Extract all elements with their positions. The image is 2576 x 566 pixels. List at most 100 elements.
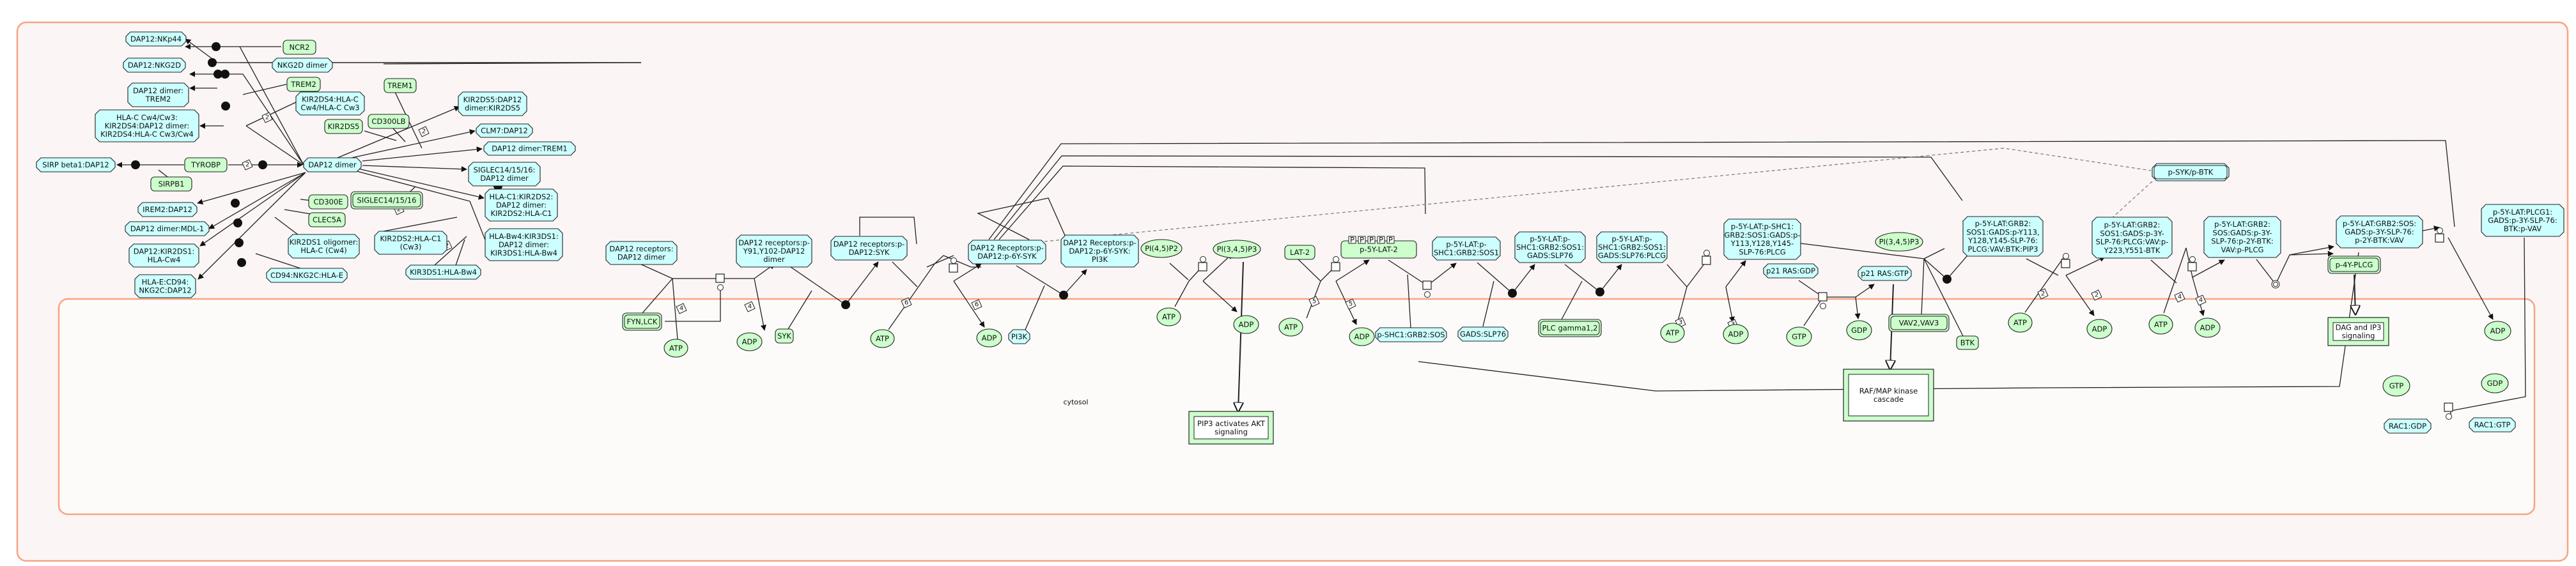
- node-adp-4[interactable]: ADP: [1349, 327, 1375, 346]
- node-dap12-trem2[interactable]: DAP12 dimer:TREM2: [127, 82, 189, 107]
- binding-reaction-dot[interactable]: [212, 42, 221, 51]
- node-fyn-lck[interactable]: FYN,LCK: [622, 312, 662, 331]
- node-lat-shc1-gads-plcg[interactable]: p-5Y-LAT:p-SHC1:GRB2:SOS1:GADS:SLP76:PLC…: [1596, 231, 1668, 263]
- binding-reaction-dot[interactable]: [235, 238, 244, 247]
- binding-reaction-dot[interactable]: [258, 160, 267, 169]
- node-atp-6[interactable]: ATP: [2008, 312, 2033, 333]
- transition-reaction-square[interactable]: [1702, 256, 1711, 265]
- node-clec5a[interactable]: CLEC5A: [308, 212, 346, 227]
- node-pip3-2[interactable]: PI(3,4,5)P3: [1875, 232, 1923, 252]
- node-pi3k[interactable]: PI3K: [1008, 329, 1030, 344]
- node-hlac1-kir2ds2[interactable]: HLA-C1:KIR2DS2:DAP12 dimer:KIR2DS2:HLA-C…: [485, 188, 558, 222]
- transition-reaction-square[interactable]: [2444, 402, 2453, 412]
- node-hlabw4-kir3ds1[interactable]: HLA-Bw4:KIR3DS1:DAP12 dimer:KIR3DS1:HLA-…: [485, 228, 563, 261]
- binding-reaction-dot[interactable]: [1943, 275, 1951, 284]
- node-adp-3[interactable]: ADP: [1233, 315, 1259, 334]
- node-psyk-pbtk[interactable]: p-SYK/p-BTK: [2152, 163, 2230, 181]
- node-kir2ds2-hlac1[interactable]: KIR2DS2:HLA-C1(Cw3): [374, 231, 447, 255]
- node-pshc1-grb2-sos[interactable]: p-SHC1:GRB2:SOS: [1375, 327, 1447, 342]
- node-lat-vav-btk-pip3[interactable]: p-5Y-LAT:GRB2:SOS1:GADS:p-Y113,Y128,Y145…: [1962, 216, 2044, 257]
- node-plcg12[interactable]: PLC gamma1,2: [1538, 319, 1602, 337]
- node-pi45p2[interactable]: PI(4,5)P2: [1140, 239, 1183, 258]
- node-clm7-dap12[interactable]: CLM7:DAP12: [476, 123, 533, 138]
- binding-reaction-dot[interactable]: [1508, 289, 1517, 298]
- node-sirpb1-dap12[interactable]: SIRP beta1:DAP12: [36, 157, 116, 172]
- node-hlac-kir2ds4-complex[interactable]: HLA-C Cw4/Cw3:KIR2DS4:DAP12 dimer:KIR2DS…: [95, 109, 199, 142]
- binding-reaction-dot[interactable]: [221, 102, 230, 111]
- node-gdp-1[interactable]: GDP: [1846, 320, 1872, 340]
- transition-reaction-square[interactable]: [1818, 292, 1827, 302]
- node-tyrobp[interactable]: TYROBP: [184, 157, 228, 172]
- node-adp-5[interactable]: ADP: [1723, 324, 1749, 344]
- node-hlae-cd94[interactable]: HLA-E:CD94:NKG2C:DAP12: [134, 274, 196, 298]
- node-cd300lb[interactable]: CD300LB: [368, 114, 410, 129]
- node-lat-shc1[interactable]: p-5Y-LAT:p-SHC1:GRB2:SOS1: [1432, 236, 1501, 261]
- binding-reaction-dot[interactable]: [213, 70, 222, 79]
- node-dap12-trem1[interactable]: DAP12 dimer:TREM1: [483, 141, 576, 156]
- transition-reaction-square[interactable]: [1198, 262, 1207, 272]
- transition-reaction-square[interactable]: [2061, 259, 2070, 268]
- node-trem2[interactable]: TREM2: [286, 77, 321, 92]
- node-kir2ds5[interactable]: KIR2DS5: [324, 119, 363, 134]
- node-siglec[interactable]: SIGLEC14/15/16: [350, 191, 423, 210]
- node-kir3ds1-hlabw4[interactable]: KIR3DS1:HLA-Bw4: [405, 264, 481, 280]
- node-vav23[interactable]: VAV2,VAV3: [1888, 314, 1950, 332]
- node-siglec-dap12[interactable]: SIGLEC14/15/16:DAP12 dimer: [468, 162, 541, 187]
- node-lat-shc1-gads-py[interactable]: p-5Y-LAT:p-SHC1:GRB2:SOS1:GADS:p-Y113,Y1…: [1723, 218, 1801, 260]
- transition-reaction-square[interactable]: [2435, 233, 2444, 243]
- node-lat-btk-vav[interactable]: p-5Y-LAT:GRB2:SOS:GADS:p-3Y-SLP-76:p-2Y-…: [2336, 215, 2423, 249]
- transition-reaction-square[interactable]: [949, 263, 958, 273]
- node-dap12-mdl1[interactable]: DAP12 dimer:MDL-1: [125, 221, 210, 236]
- node-adp-8[interactable]: ADP: [2484, 321, 2511, 341]
- node-cd300e[interactable]: CD300E: [308, 194, 348, 210]
- node-gdp-2[interactable]: GDP: [2481, 373, 2509, 394]
- node-lat-py223[interactable]: p-5Y-LAT:GRB2:SOS1:GADS:p-3Y-SLP-76:PLCG…: [2091, 217, 2173, 259]
- node-lat2[interactable]: LAT-2: [1284, 245, 1315, 260]
- node-ncr2[interactable]: NCR2: [283, 40, 316, 55]
- node-p21ras-gtp[interactable]: p21 RAS:GTP: [1858, 266, 1912, 281]
- node-atp-5[interactable]: ATP: [1660, 323, 1685, 343]
- node-dap12-kir2ds1[interactable]: DAP12:KIR2DS1:HLA-Cw4: [128, 243, 199, 268]
- node-atp-2[interactable]: ATP: [870, 329, 895, 348]
- node-btk[interactable]: BTK: [1956, 335, 1979, 350]
- node-lat-shc1-gads[interactable]: p-5Y-LAT:p-SHC1:GRB2:SOS1:GADS:SLP76: [1514, 231, 1586, 263]
- node-rac1-gtp[interactable]: RAC1:GTP: [2469, 417, 2516, 432]
- node-irem2-dap12[interactable]: IREM2:DAP12: [137, 202, 198, 217]
- node-gtp-2[interactable]: GTP: [2382, 375, 2410, 397]
- transition-reaction-square[interactable]: [1422, 280, 1432, 290]
- node-sirpb1[interactable]: SIRPB1: [150, 176, 192, 192]
- binding-reaction-dot[interactable]: [1595, 287, 1604, 296]
- binding-reaction-dot[interactable]: [131, 160, 140, 169]
- node-lat-pplcg[interactable]: p-5Y-LAT:GRB2:SOS:GADS:p-3Y-SLP-76:p-2Y-…: [2203, 216, 2281, 258]
- node-dap12-receptors[interactable]: DAP12 receptors:DAP12 dimer: [605, 241, 678, 265]
- transition-reaction-square[interactable]: [2187, 262, 2197, 272]
- node-gads-slp76[interactable]: GADS:SLP76: [1457, 326, 1509, 342]
- node-adp-1[interactable]: ADP: [736, 332, 763, 351]
- node-dap12-dimer[interactable]: DAP12 dimer: [303, 157, 362, 172]
- node-syk[interactable]: SYK: [775, 328, 794, 344]
- node-adp-2[interactable]: ADP: [976, 328, 1002, 348]
- node-dap12-p6ysyk[interactable]: DAP12 Receptors:p-DAP12:p-6Y-SYK: [968, 240, 1046, 264]
- binding-reaction-dot[interactable]: [233, 218, 242, 227]
- node-dap12-nkg2d[interactable]: DAP12:NKG2D: [123, 57, 186, 73]
- node-atp-4[interactable]: ATP: [1278, 317, 1303, 337]
- node-rac1-gdp[interactable]: RAC1:GDP: [2384, 418, 2432, 434]
- node-lat-plcg1-pvav[interactable]: p-5Y-LAT:PLCG1:GADS:p-3Y-SLP-76:BTK:p-VA…: [2481, 204, 2564, 237]
- node-cd94-nkg2c[interactable]: CD94:NKG2C:HLA-E: [266, 268, 348, 283]
- node-nkg2d-dimer[interactable]: NKG2D dimer: [272, 57, 333, 73]
- node-p4y-plcg[interactable]: p-4Y-PLCG: [2327, 256, 2381, 274]
- node-atp-1[interactable]: ATP: [663, 339, 688, 358]
- binding-reaction-dot[interactable]: [231, 199, 240, 208]
- node-adp-7[interactable]: ADP: [2194, 317, 2221, 338]
- transition-reaction-square[interactable]: [1331, 262, 1340, 272]
- node-atp-3[interactable]: ATP: [1156, 307, 1181, 326]
- node-atp-7[interactable]: ATP: [2148, 314, 2173, 335]
- binding-reaction-dot[interactable]: [208, 58, 217, 67]
